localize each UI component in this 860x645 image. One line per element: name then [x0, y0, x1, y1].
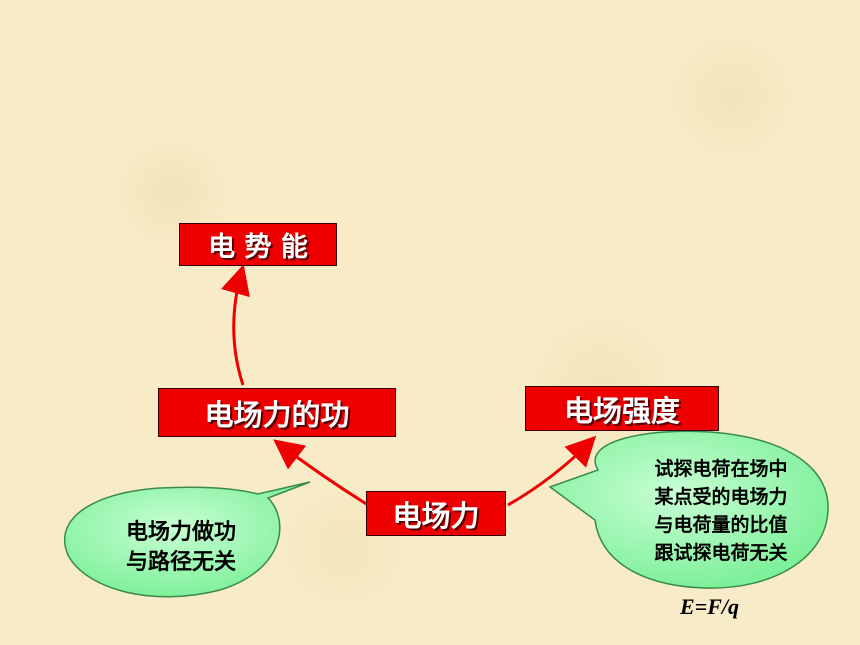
node-field-force-label: 电场力 — [392, 498, 480, 533]
callout-field-definition-line: 与电荷量的比值 — [654, 514, 788, 536]
callout-field-definition-line: 跟试探电荷无关 — [654, 542, 788, 564]
formula-field-strength: E=F/q — [680, 594, 739, 619]
callout-work-path-line: 电场力做功 — [125, 520, 236, 545]
node-field-strength-label: 电场强度 — [563, 393, 680, 428]
callout-bubble-left — [63, 481, 311, 598]
node-field-force-work-label: 电场力的功 — [204, 397, 350, 432]
node-potential-energy-label: 电 势 能 — [208, 232, 308, 263]
arrow-force-to-strength — [507, 435, 597, 507]
callout-field-definition-text: 试探电荷在场中 某点受的电场力 与电荷量的比值 跟试探电荷无关 — [616, 455, 826, 567]
node-field-force-work: 电场力的功 — [158, 388, 396, 437]
node-potential-energy: 电 势 能 — [179, 223, 337, 266]
callout-work-path-line: 与路径无关 — [125, 550, 236, 575]
node-field-force: 电场力 — [366, 491, 506, 536]
node-field-strength: 电场强度 — [525, 386, 719, 431]
arrow-work-to-energy — [221, 264, 250, 386]
callout-field-definition-line: 试探电荷在场中 — [654, 458, 788, 480]
arrow-force-to-work — [273, 439, 369, 507]
callout-field-definition-line: 某点受的电场力 — [654, 486, 788, 508]
callout-bubble-right — [548, 430, 829, 589]
callout-work-path-text: 电场力做功 与路径无关 — [96, 518, 266, 578]
